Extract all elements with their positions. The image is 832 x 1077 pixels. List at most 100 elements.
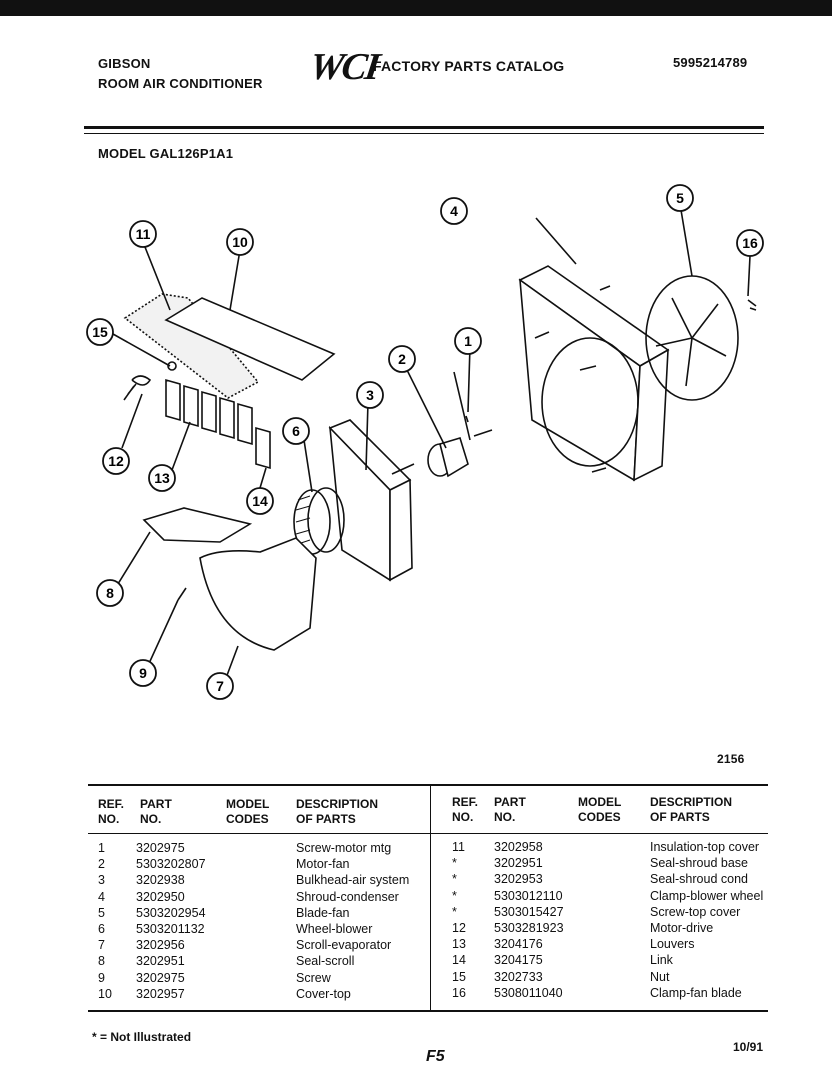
svg-text:15: 15 [92,324,108,340]
description-cell: Wheel-blower [296,921,373,936]
part-number-cell: 5303012110 [494,888,563,903]
louvers-part [165,378,271,470]
header-part-left: PART NO. [140,797,172,826]
svg-text:5: 5 [676,190,684,206]
description-cell: Seal-scroll [296,954,355,969]
description-cell: Screw-motor mtg [296,841,392,855]
header-ref-left: REF. NO. [98,797,125,826]
scroll-evaporator-part [199,537,317,651]
description-cell: Shroud-condenser [296,889,399,904]
callout-9: 9 [129,659,157,687]
callout-3: 3 [356,381,384,409]
description-cell: Scroll-evaporator [296,938,392,953]
ref-cell: 8 [98,954,105,969]
bulkhead-part [328,419,413,582]
callout-7: 7 [206,672,234,700]
ref-cell: 7 [98,938,105,953]
description-cell: Blade-fan [296,905,350,920]
table-row: 16 5308011040 Clamp-fan blade [452,986,780,1002]
screw-part [177,587,187,601]
part-number-cell: 5303015427 [494,904,564,919]
part-number-cell: 3202733 [494,969,543,984]
svg-text:10: 10 [232,234,248,250]
callout-16: 16 [736,229,764,257]
ref-cell: 4 [98,889,105,904]
exploded-parts-diagram: 1 2 3 4 5 6 7 8 9 10 11 12 13 14 15 16 [86,184,764,700]
svg-text:12: 12 [108,453,124,469]
ref-cell: * [452,856,457,871]
description-cell: Clamp-blower wheel [650,888,764,903]
header-desc-left: DESCRIPTION OF PARTS [296,797,379,826]
ref-cell: 6 [98,921,105,936]
ref-cell: * [452,872,457,887]
ref-cell: 5 [98,905,105,920]
part-number-cell: 5303201132 [136,921,205,936]
callout-14: 14 [246,487,274,515]
brand-name: GIBSON [98,56,151,71]
catalog-date: 10/91 [733,1040,764,1054]
ref-cell: 2 [98,857,105,872]
part-number-cell: 5308011040 [494,985,563,1000]
model-number: MODEL GAL126P1A1 [98,146,234,161]
page-number: F5 [426,1048,445,1065]
screw-motor-mount-part [465,415,469,423]
ref-cell: 14 [452,953,466,968]
header-rule-thin [84,133,764,134]
ref-cell: 11 [452,840,465,854]
part-number-cell: 3202975 [136,970,185,985]
part-number-cell: 5303281923 [494,920,564,935]
header-ref-right: REF. NO. [452,795,479,824]
motor-fan-part [391,429,493,478]
part-number-cell: 5303202954 [136,905,206,920]
description-cell: Seal-shroud base [650,856,748,871]
top-cover-part [164,297,336,381]
description-cell: Screw [296,970,331,985]
product-name: ROOM AIR CONDITIONER [98,76,263,91]
header-rule-thick [84,126,764,129]
callout-11: 11 [129,220,157,248]
description-cell: Link [650,953,673,968]
svg-text:3: 3 [366,387,374,403]
part-number-cell: 3202953 [494,872,543,887]
svg-text:4: 4 [450,203,458,219]
top-border [0,0,832,16]
table-row: 6 5303201132 Wheel-blower [98,922,436,938]
part-number-cell: 3204176 [494,937,543,952]
callout-10: 10 [226,228,254,256]
description-cell: Cover-top [296,986,351,1001]
description-cell: Nut [650,969,670,984]
callout-2: 2 [388,345,416,373]
part-number-cell: 3204175 [494,953,543,968]
description-cell: Motor-fan [296,857,350,872]
ref-cell: * [452,888,457,903]
ref-cell: 3 [98,873,105,888]
description-cell: Bulkhead-air system [296,873,410,888]
table-center-divider [430,786,431,1010]
callout-8: 8 [96,579,124,607]
description-cell: Clamp-fan blade [650,985,742,1000]
svg-text:2: 2 [398,351,406,367]
description-cell: Motor-drive [650,920,714,935]
callout-5: 5 [666,184,694,212]
svg-text:6: 6 [292,423,300,439]
svg-text:13: 13 [154,470,170,486]
description-cell: Louvers [650,937,695,952]
clamp-fan-blade-part [747,299,757,311]
header-part-right: PART NO. [494,795,526,824]
ref-cell: 16 [452,985,466,1000]
callout-4: 4 [440,197,468,225]
header-desc-right: DESCRIPTION OF PARTS [650,795,733,824]
header-model-left: MODEL CODES [226,797,270,826]
catalog-number: 5995214789 [673,55,748,70]
